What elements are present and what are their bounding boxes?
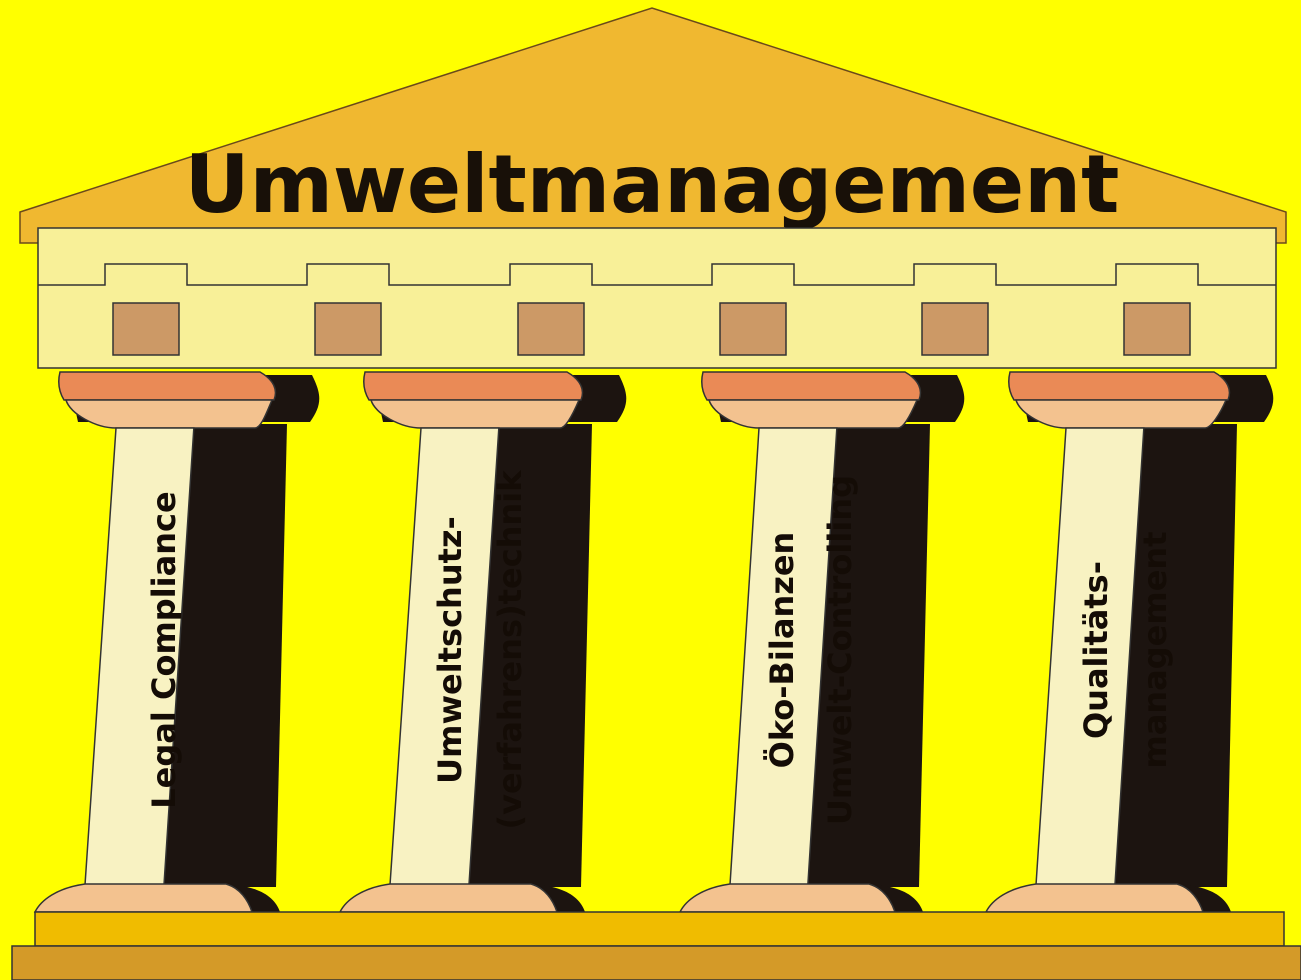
pillar-label: management — [1136, 531, 1174, 768]
metope-6 — [1123, 302, 1191, 356]
stylobate — [34, 911, 1285, 947]
shaft-shadow — [468, 424, 592, 887]
pillar-label: Qualitäts- — [1077, 561, 1115, 739]
capital-top — [363, 371, 584, 401]
entablature — [37, 227, 1277, 369]
pillar-label: Umwelt-Controlling — [821, 475, 859, 825]
temple-base — [11, 945, 1301, 980]
pillar-2: Umweltschutz- (verfahrens)technik — [338, 371, 627, 913]
pillar-3: Öko-Bilanzen Umwelt-Controlling — [678, 371, 965, 913]
pillar-base — [338, 883, 559, 913]
pillar-label: Legal Compliance — [145, 491, 183, 808]
capital-bottom — [1015, 399, 1228, 429]
shaft-shadow — [1114, 424, 1237, 887]
pillar-base — [33, 883, 254, 913]
metope-5 — [921, 302, 989, 356]
pillar-base — [984, 883, 1205, 913]
pillar-4: Qualitäts-management — [984, 371, 1274, 913]
shaft-shadow — [807, 424, 930, 887]
shaft-shadow — [163, 424, 287, 887]
pillar-label: (verfahrens)technik — [491, 470, 529, 830]
capital-top — [701, 371, 922, 401]
pillar-1: Legal Compliance — [33, 371, 320, 913]
pillar-base — [678, 883, 897, 913]
frieze-line — [38, 263, 1276, 286]
capital-top — [1008, 371, 1231, 401]
roof-title: Umweltmanagement — [185, 138, 1120, 231]
metope-1 — [112, 302, 180, 356]
metope-3 — [517, 302, 585, 356]
metope-2 — [314, 302, 382, 356]
capital-bottom — [708, 399, 919, 429]
metope-4 — [719, 302, 787, 356]
roof-pediment — [19, 7, 1287, 244]
capital-bottom — [370, 399, 581, 429]
capital-top — [58, 371, 277, 401]
pillar-label: Öko-Bilanzen — [763, 532, 801, 769]
capital-bottom — [65, 399, 274, 429]
pillar-label: Umweltschutz- — [431, 516, 469, 784]
